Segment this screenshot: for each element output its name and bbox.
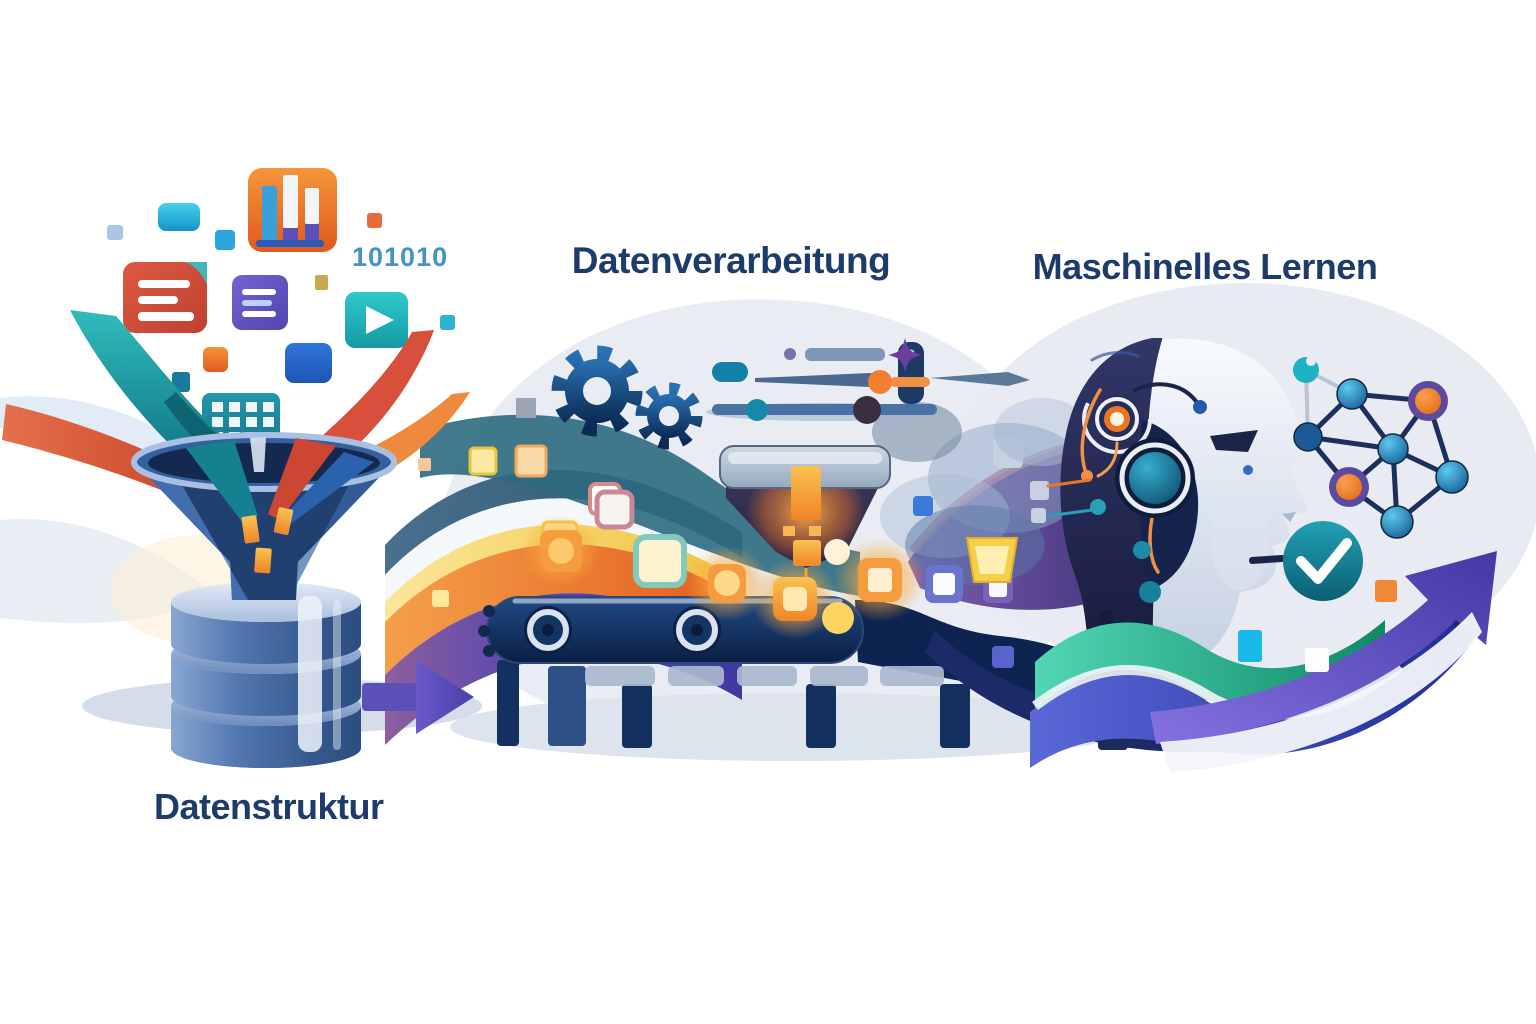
gear-large-icon (551, 345, 643, 437)
belt-legs (497, 660, 1128, 750)
network-node-orange (1408, 381, 1448, 421)
small-gray-tile-icon (516, 398, 536, 418)
network-node-blue (1336, 378, 1368, 410)
section-title-maschinelles-lernen: Maschinelles Lernen (1032, 246, 1378, 287)
scatter-orange-square (1375, 580, 1397, 602)
ribbon-red-right (322, 330, 434, 450)
data-item-white-pink (594, 489, 635, 530)
blue-tile-icon (285, 343, 332, 383)
slider-knob-teal (746, 399, 768, 421)
sparkle-icon (888, 338, 922, 372)
slider-track (712, 404, 937, 415)
scatter-white-square (1305, 648, 1329, 672)
check-icon (1296, 538, 1352, 584)
gears (516, 345, 703, 450)
orange-tile-icon (203, 347, 228, 372)
mouth (1249, 554, 1286, 565)
data-item-yellow-circle (822, 602, 854, 634)
neural-network (1293, 356, 1469, 539)
small-teal-tile-icon (172, 372, 190, 392)
belt-roller (673, 606, 721, 654)
small-cyan-tile-icon (440, 315, 455, 330)
network-node-blue (1377, 433, 1409, 465)
document-purple-icon (232, 275, 288, 330)
slider-controls (706, 338, 1030, 424)
pen-tool-icon (755, 373, 892, 387)
database-cylinder (110, 535, 361, 768)
right-scatter-squares (1238, 580, 1397, 672)
cyan-tile-icon (158, 203, 200, 231)
gear-small-icon (635, 382, 703, 450)
right-waves (1030, 551, 1497, 772)
network-node-orange (1329, 467, 1369, 507)
binary-digits-text: 101010 (352, 242, 449, 272)
data-item-indigo (992, 646, 1014, 668)
document-red-icon (123, 262, 207, 333)
check-badge (1283, 521, 1363, 601)
section-title-datenstruktur: Datenstruktur (154, 786, 384, 827)
conveyor-items (521, 489, 1019, 668)
data-item-blue (913, 496, 933, 516)
growth-arrow (1150, 551, 1497, 744)
funnel-data-bits (241, 507, 294, 574)
circuit-node-orange-icon (1082, 384, 1152, 454)
small-tile-icon (107, 225, 123, 240)
wave-blue (1030, 622, 1468, 768)
network-node-teal (1293, 356, 1319, 383)
small-orange-tile-icon (367, 213, 382, 228)
data-item-cream-teal (633, 534, 687, 588)
eye (1210, 430, 1258, 452)
flow-arrow (362, 660, 474, 734)
small-blue-tile-icon (215, 230, 235, 250)
data-funnel (131, 432, 397, 600)
scatter-cyan-square (1238, 630, 1262, 662)
network-node-blue (1380, 505, 1414, 539)
video-play-icon (345, 292, 408, 348)
network-node-blue (1435, 460, 1469, 494)
ear-module-icon (1115, 438, 1195, 518)
orange-knob-icon (868, 370, 892, 394)
teal-pill-icon (712, 362, 748, 382)
section-title-datenverarbeitung: Datenverarbeitung (571, 240, 891, 281)
slider-knob-dark (853, 396, 881, 424)
bar-chart-app-icon (248, 168, 337, 252)
belt-slats (585, 666, 944, 686)
belt-roller (524, 606, 572, 654)
small-tan-tile-icon (315, 275, 328, 290)
network-node-blue (1293, 422, 1323, 452)
